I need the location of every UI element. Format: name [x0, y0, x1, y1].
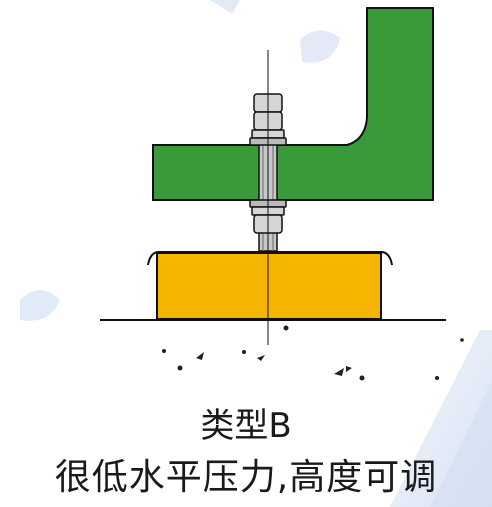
ground-gravel: [162, 325, 464, 381]
leveling-pad: [147, 251, 393, 320]
watermark: [20, 0, 492, 507]
diagram-subtitle: 很低水平压力,高度可调: [54, 457, 438, 498]
diagram-title: 类型B: [200, 406, 292, 446]
machine-bracket: [152, 7, 434, 201]
